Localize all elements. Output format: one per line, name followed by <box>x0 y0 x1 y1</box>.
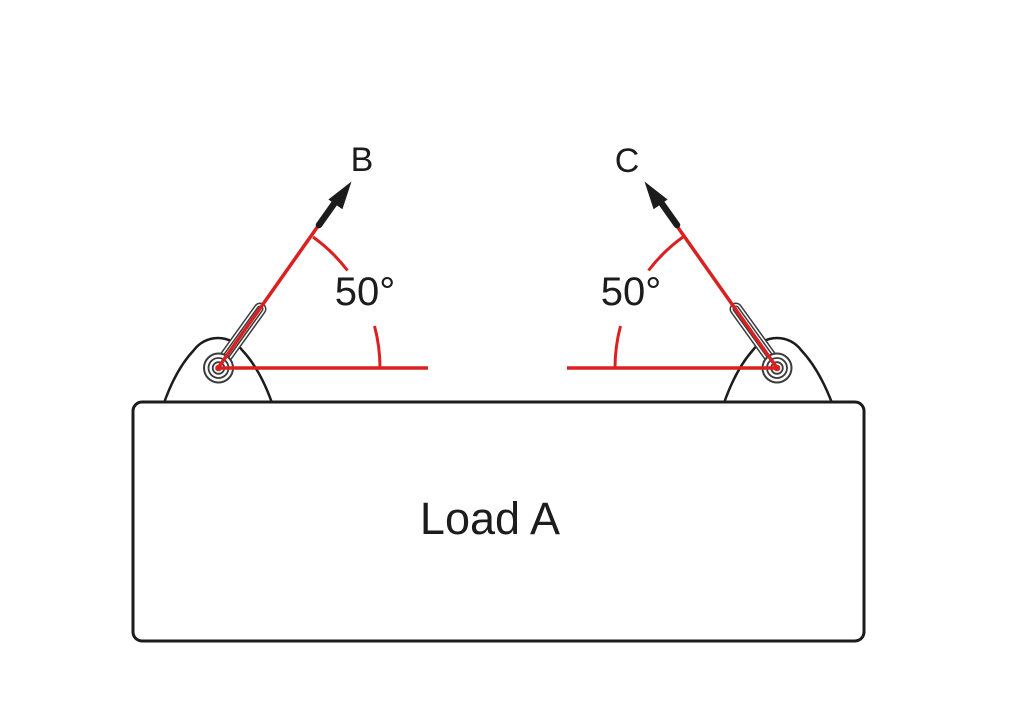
load-label: Load A <box>420 493 560 544</box>
angle-value-left: 50° <box>335 270 396 314</box>
sling-b-cable <box>216 200 337 370</box>
sling-c-geometry <box>567 181 781 372</box>
sling-b-arrowhead-icon <box>328 181 352 210</box>
angle-arc-right-upper <box>647 235 684 272</box>
angle-arc-left-lower <box>373 325 382 369</box>
sling-b-label: B <box>351 141 374 179</box>
angle-arc-left-upper <box>312 235 349 272</box>
sling-c-arrow-tail <box>656 197 681 229</box>
sling-b-arrow-tail <box>315 197 340 229</box>
sling-c-label: C <box>615 142 640 180</box>
angle-arc-right-lower <box>613 325 622 369</box>
sling-c-cable <box>658 200 779 370</box>
angle-value-right: 50° <box>601 270 662 314</box>
pin-center-dot-left <box>215 364 222 372</box>
load-box <box>131 400 866 643</box>
sling-b-geometry <box>215 181 428 372</box>
pin-center-dot-right <box>773 364 781 372</box>
sling-c-arrowhead-icon <box>644 181 668 210</box>
